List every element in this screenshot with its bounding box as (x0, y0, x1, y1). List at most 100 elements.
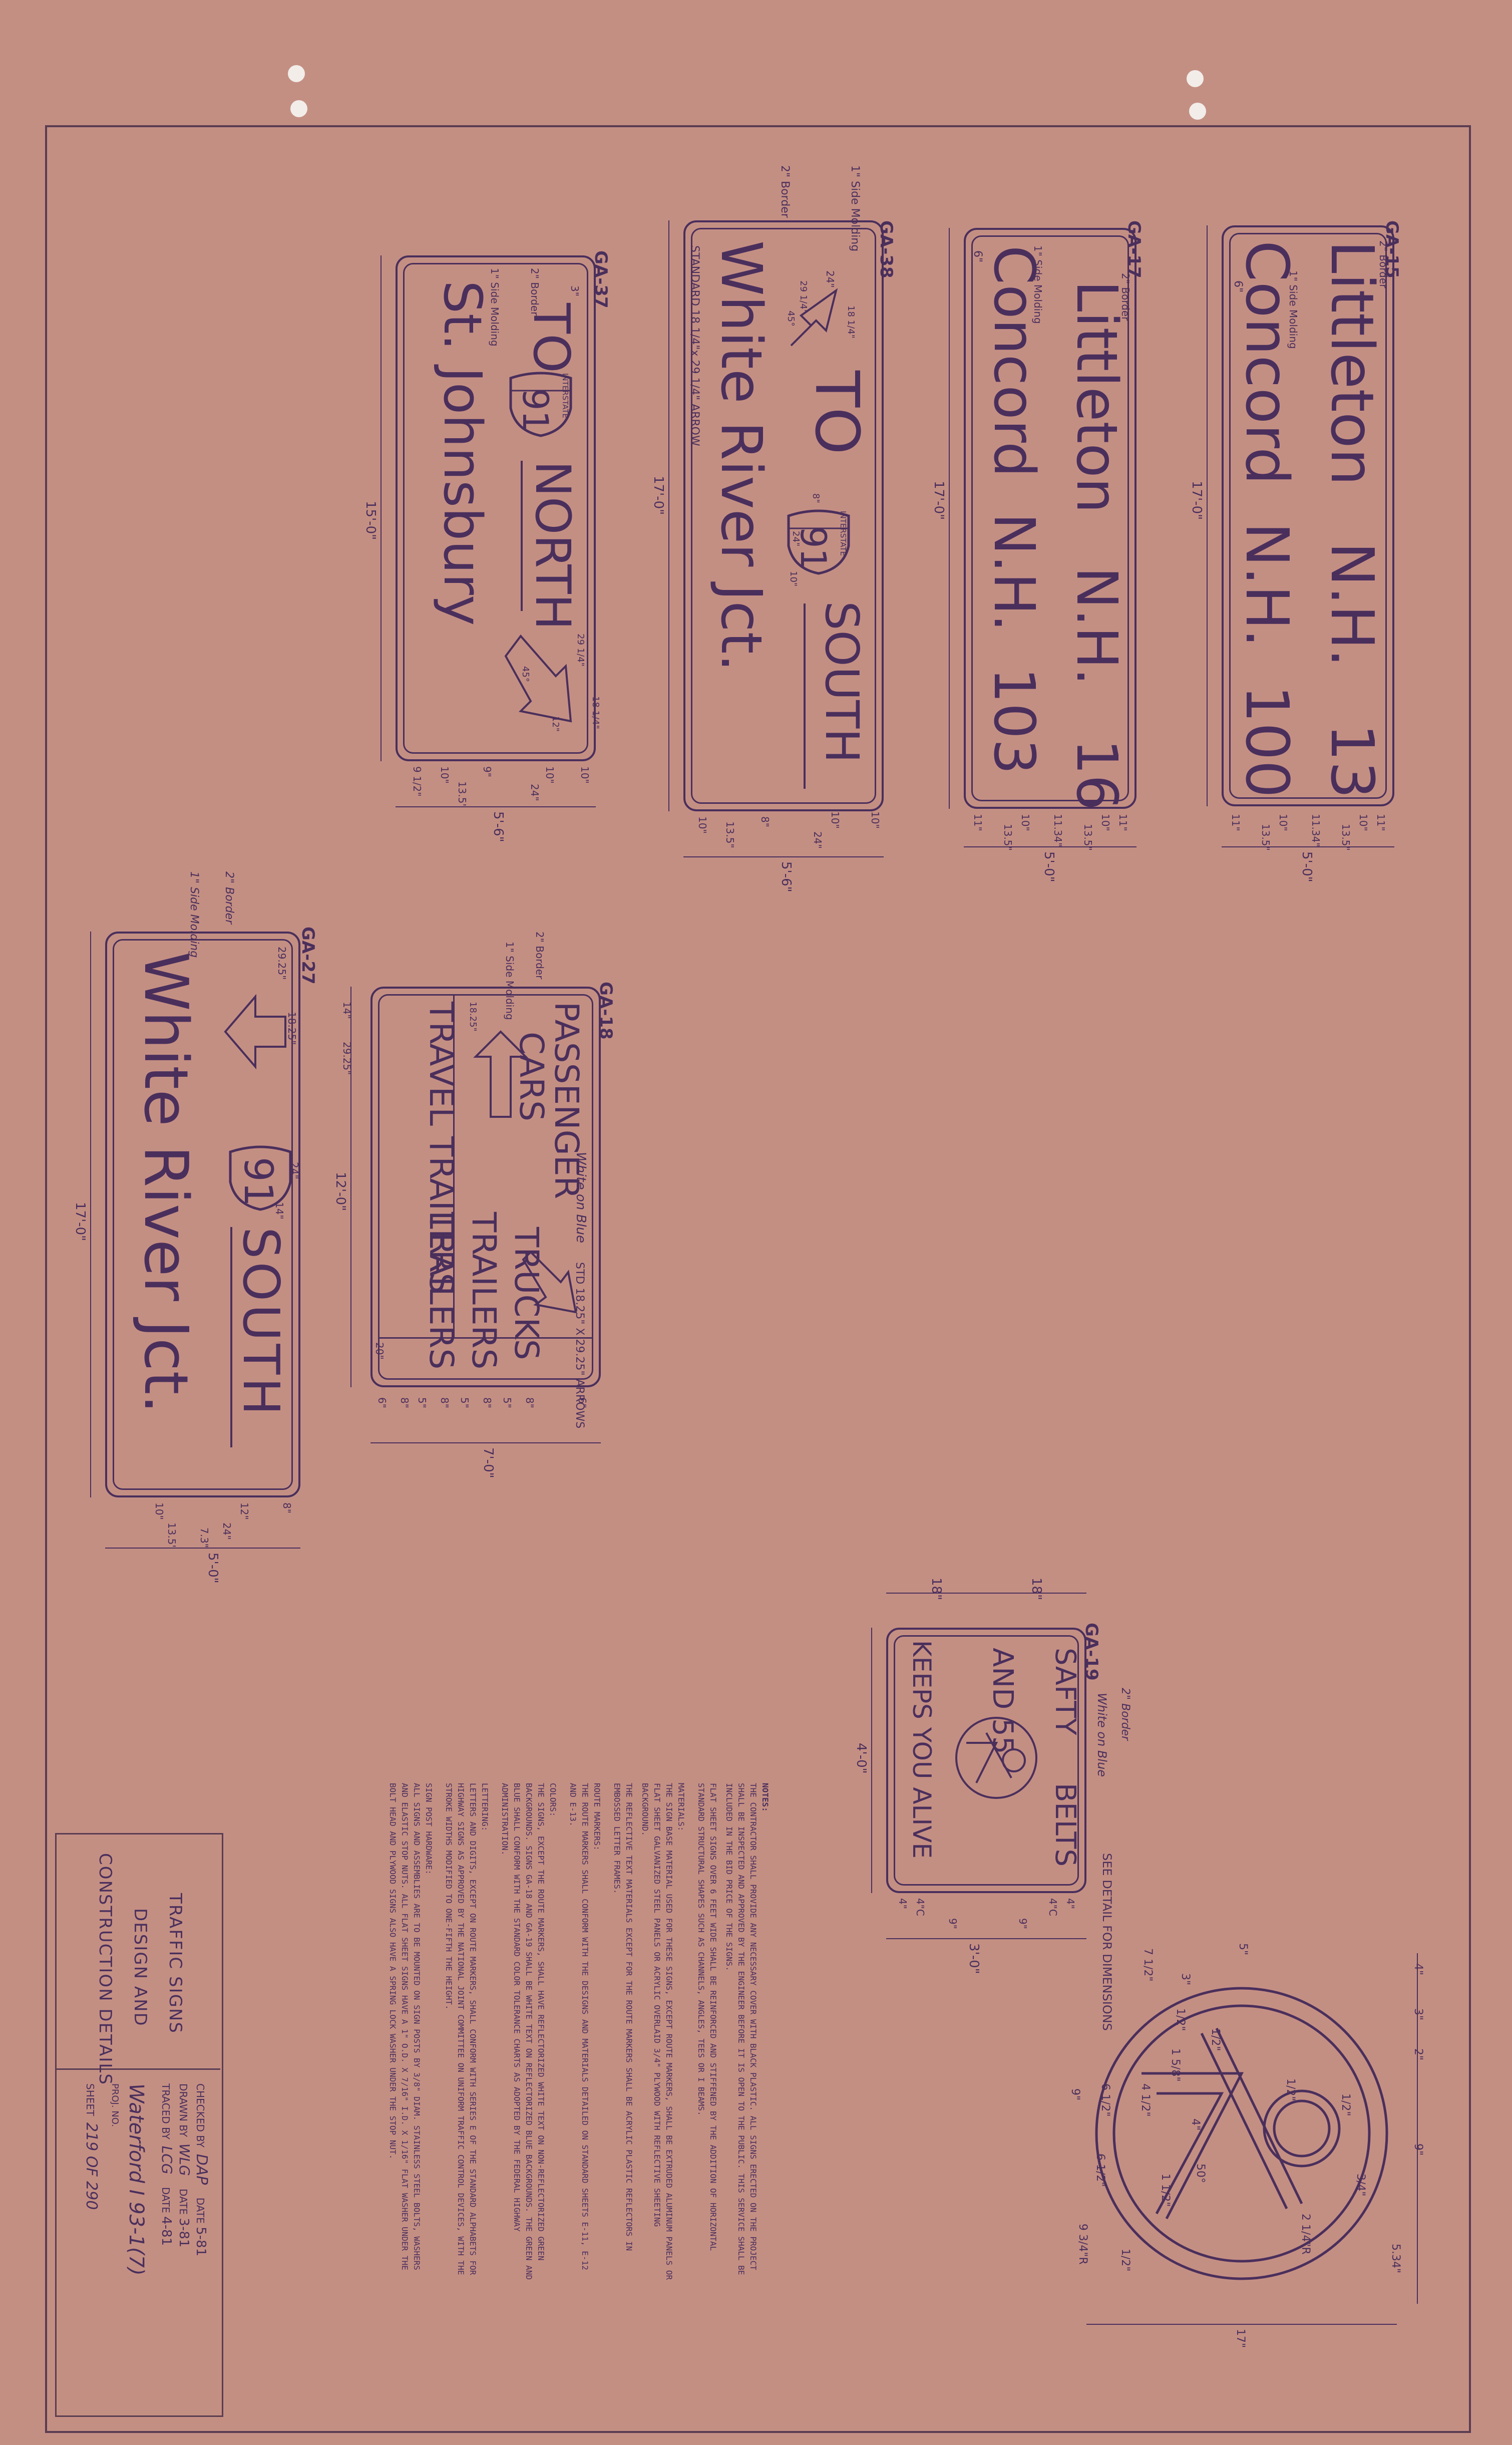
arrow-dim: 24" (288, 1162, 300, 1179)
stack-dim: 9" (947, 1918, 959, 1929)
punch-hole (290, 100, 307, 117)
drawn-date: 3-81 (176, 2218, 191, 2248)
sign-ga19-border-label: 2" Border (1119, 1688, 1131, 1741)
stack-dim: 10" (696, 816, 708, 834)
sign-ga38-molding-label: 1" Side Molding (849, 165, 861, 252)
stack-dim: 8" (281, 1502, 293, 1513)
stack-dim: 5" (416, 1397, 428, 1408)
checked-date: 5-81 (193, 2227, 208, 2257)
arrow-dim: 24" (824, 270, 836, 288)
sign-ga19-height-dim: 3'-0" (966, 1943, 981, 1974)
dim-line (1417, 1953, 1418, 2304)
detail-dim: 3/4" (1354, 2174, 1367, 2197)
stack-dim: 12" (238, 1502, 250, 1520)
sign-ga17-corner-dim: 6" (971, 250, 984, 263)
arrow-dim: 18.25" (286, 1012, 298, 1045)
sign-ga18-border (378, 994, 593, 1380)
checked-label: CHECKED BY (194, 2083, 206, 2148)
date-label: DATE (194, 2197, 206, 2224)
stack-dim: 6" (576, 1397, 588, 1408)
detail-dim: 1/2" (1339, 2093, 1352, 2116)
stack-dim: 9" (481, 766, 493, 777)
sign-ga18-molding-label: 1" Side Molding (504, 942, 516, 1020)
sign-ga37-arrow (504, 634, 572, 723)
detail-dim: 9" (1069, 2088, 1081, 2101)
dim-line (90, 932, 91, 1497)
direction-underline (521, 461, 523, 611)
checked-row: CHECKED BY DAP DATE 5-81 (193, 2083, 210, 2256)
sign-ga37-to: TO (522, 303, 581, 373)
materials-paragraph: THE REFLECTIVE TEXT MATERIALS EXCEPT FOR… (612, 1783, 634, 2251)
dim-line (668, 220, 669, 811)
dim-line (1207, 225, 1208, 806)
date-label: DATE (160, 2187, 172, 2213)
stack-dim: 10" (1277, 814, 1289, 831)
interstate-shield-icon (229, 1145, 292, 1211)
stack-dim: 11" (972, 814, 984, 831)
sign-ga27-height-dim: 5'-0" (205, 1553, 220, 1584)
proj-label: PROJ. NO. (110, 2083, 120, 2127)
title-line-1: TRAFFIC SIGNS (165, 1893, 185, 2034)
arrow-dim: 18 1/4" (590, 696, 601, 729)
sign-ga17-width-dim: 17'-0" (931, 481, 946, 520)
stack-dim: 11" (1230, 814, 1242, 831)
traced-label: TRACED BY (160, 2083, 172, 2140)
stack-dim: 13.5" (166, 1522, 178, 1550)
detail-dim: 50° (1194, 2164, 1207, 2183)
detail-dim: 1/2" (1174, 2008, 1187, 2031)
detail-dim: 1/2" (1119, 2249, 1131, 2272)
materials-paragraph: THE SIGN BASE MATERIAL USED FOR THESE SI… (640, 1783, 674, 2280)
detail-dim: 9 3/4"R (1076, 2224, 1089, 2265)
sign-ga38-panel (683, 220, 884, 811)
punch-hole (288, 65, 305, 82)
stack-dim: 6" (376, 1397, 388, 1408)
sign-ga19-id: GA-19 (1081, 1623, 1101, 1681)
sign-ga17-line2: Concord N.H. 103 (981, 245, 1046, 775)
sign-ga17-line1: Littleton N.H. 16 (1064, 280, 1129, 811)
sign-ga19-width-dim: 4'-0" (854, 1743, 869, 1774)
detail-dim: 6 1/2" (1094, 2154, 1106, 2187)
title-block (55, 1833, 223, 2417)
sign-ga27-border (113, 939, 293, 1490)
drawing-border (45, 125, 1471, 2433)
sign-ga27-arrow (224, 994, 286, 1070)
checked-by: DAP (193, 2154, 210, 2185)
dim-line (1086, 2324, 1397, 2325)
detail-dim: 17" (1234, 2329, 1247, 2348)
sign-ga27-border-label: 2" Border (223, 871, 235, 925)
detail-dim: 5.34" (1389, 2244, 1402, 2274)
sign-ga18-bottom-left: TRAVEL TRAILERS (422, 1002, 461, 1294)
detail-dim: 1 5/8" (1169, 2048, 1182, 2082)
dim-line (964, 846, 1137, 847)
dim-line (105, 1548, 300, 1549)
arrow-dim: 29 1/4" (798, 280, 809, 314)
sign-ga15-height-dim: 5'-0" (1299, 851, 1314, 882)
dim-line (350, 987, 351, 1387)
sign-ga27-line2: White River Jct. (131, 952, 200, 1414)
notes-heading: NOTES: (761, 1783, 770, 1812)
post-heading: SIGN POST HARDWARE: (424, 1783, 434, 1875)
direction-underline (804, 603, 806, 789)
stack-dim: 5" (459, 1397, 471, 1408)
route-heading: ROUTE MARKERS: (592, 1783, 602, 1851)
stack-dim: 10" (869, 811, 881, 829)
stack-dim: 10" (153, 1502, 165, 1520)
detail-dim: 3" (1412, 2008, 1424, 2021)
stack-dim: 4" (897, 1898, 909, 1909)
shield-label: INTERSTATE (561, 373, 570, 418)
sign-ga38-direction: SOUTH (815, 601, 869, 763)
detail-dim: 4 1/2" (1139, 2083, 1152, 2117)
shield-dim: 8" (811, 493, 821, 503)
stack-dim: 13.5" (1082, 824, 1094, 851)
up-arrow-icon (473, 1030, 528, 1118)
sign-ga38-shield: INTERSTATE 91 (784, 506, 854, 576)
drawn-label: DRAWN BY (177, 2083, 189, 2137)
detail-dim: 1 1/2" (1159, 2174, 1172, 2207)
sign-ga37-direction: NORTH (525, 461, 581, 630)
sign-ga18-arrow-right (522, 1251, 577, 1314)
dim-line (370, 1442, 601, 1443)
dim-line (886, 1593, 1086, 1594)
lettering-heading: LETTERING: (480, 1783, 490, 1831)
detail-dim: 1/2" (1284, 2078, 1297, 2101)
